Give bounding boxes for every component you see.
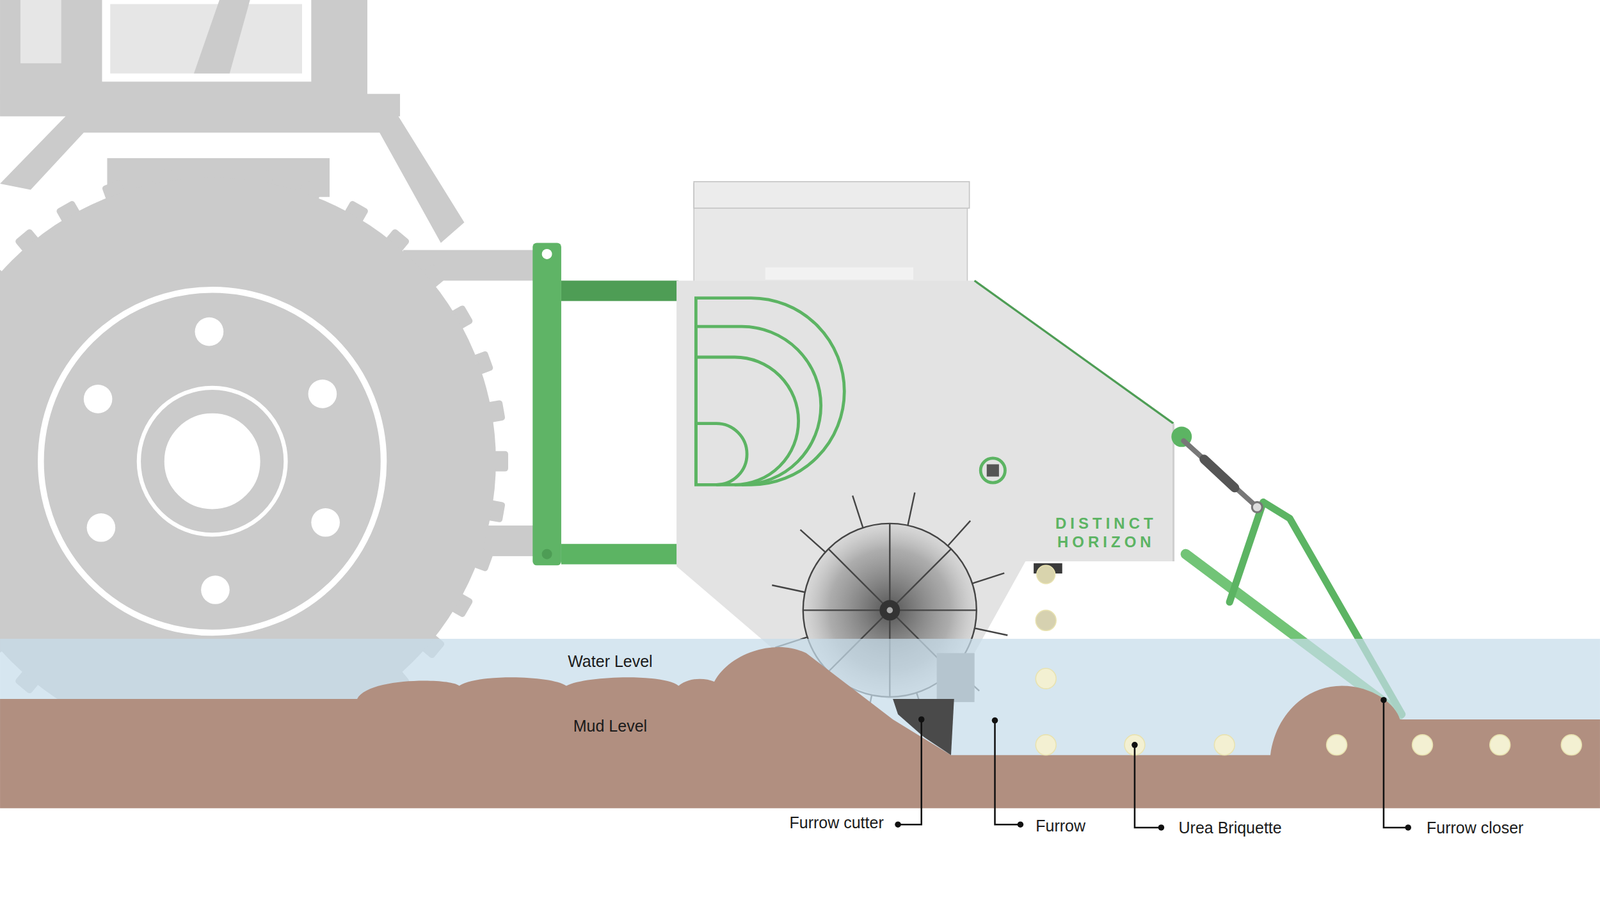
leader-dot [918,716,925,723]
cab-glass [20,0,62,64]
part-label: Furrow [1035,816,1086,835]
frame-post [532,242,562,566]
leader-lines [897,700,1408,828]
logo-arc [695,326,821,485]
wheel-axle [887,607,894,614]
hitch-frame [532,242,679,566]
wheel-spike [947,520,971,546]
wheel-hub [879,599,900,621]
body-edge [974,280,1174,424]
wheel-spike [852,495,863,528]
brand-text: DISTINCT HORIZON [1025,513,1186,552]
briquette [1035,609,1056,631]
leader-line [1383,700,1408,828]
turnbuckle-body [1203,458,1235,488]
leader-dot [1404,824,1412,831]
wheel-spike [907,492,915,525]
leader-dot [1131,741,1138,749]
part-label: Furrow closer [1426,818,1524,838]
wheel-bolt [83,384,113,414]
closer-frame [1263,501,1281,578]
tire-rim [40,289,384,633]
leader-dots [894,696,1412,831]
wheel-spike [800,529,825,553]
level-label: Mud Level [573,716,648,735]
pivot-bolt [980,458,1005,483]
briquette [1036,565,1056,584]
leader-line [1134,744,1161,828]
closer-pin [1251,501,1263,512]
briquette [1489,734,1511,756]
part-label: Furrow cutter [789,813,884,832]
cab-window [101,0,312,82]
part-label: Urea Briquette [1178,818,1282,838]
wheel-bolt [308,379,338,409]
turnbuckle [1183,440,1257,508]
wheel-bolt [311,508,340,537]
urea-briquettes [1035,565,1582,756]
leader-dot [1017,821,1024,828]
leader-line [995,720,1021,825]
mud-layer [0,647,1600,809]
briquette [1035,668,1056,689]
logo-arc [695,298,845,486]
hopper-slot [765,267,914,280]
hopper-lid [693,181,969,208]
wheel-spike [974,628,1008,636]
briquette [1412,734,1433,756]
logo-arc [695,357,799,485]
pivot-bolt-head [986,464,1000,477]
leader-dot [1158,824,1165,831]
hitch-pin [542,549,553,560]
wheel-bolt [195,317,224,347]
wheel-hub-ring [152,401,272,521]
wheel-bolt [200,575,230,605]
wheel-hub [138,387,287,536]
body-edge [1172,423,1175,562]
cab-pillar [193,0,251,74]
briquette [1560,734,1582,756]
hitch-pin [542,248,553,260]
leader-dot [894,821,902,828]
machine-body [676,280,1174,699]
wheel-spike [972,572,1005,584]
logo-arc [695,423,747,486]
level-label: Water Level [567,652,653,671]
briquette [1214,734,1235,756]
wheel-hub-center [142,391,282,531]
leader-dot [992,717,999,724]
leader-line [897,719,922,825]
frame-arm [561,544,679,565]
briquette [1326,734,1348,756]
brand-logo [695,298,845,486]
wheel-bolts [83,317,340,605]
wheel-bolt [87,513,116,543]
wheel-spike [771,584,805,592]
frame-arm [561,280,679,301]
leader-dot [1380,696,1387,704]
briquette [1035,734,1056,756]
furrow-cutter-blade [892,698,955,756]
